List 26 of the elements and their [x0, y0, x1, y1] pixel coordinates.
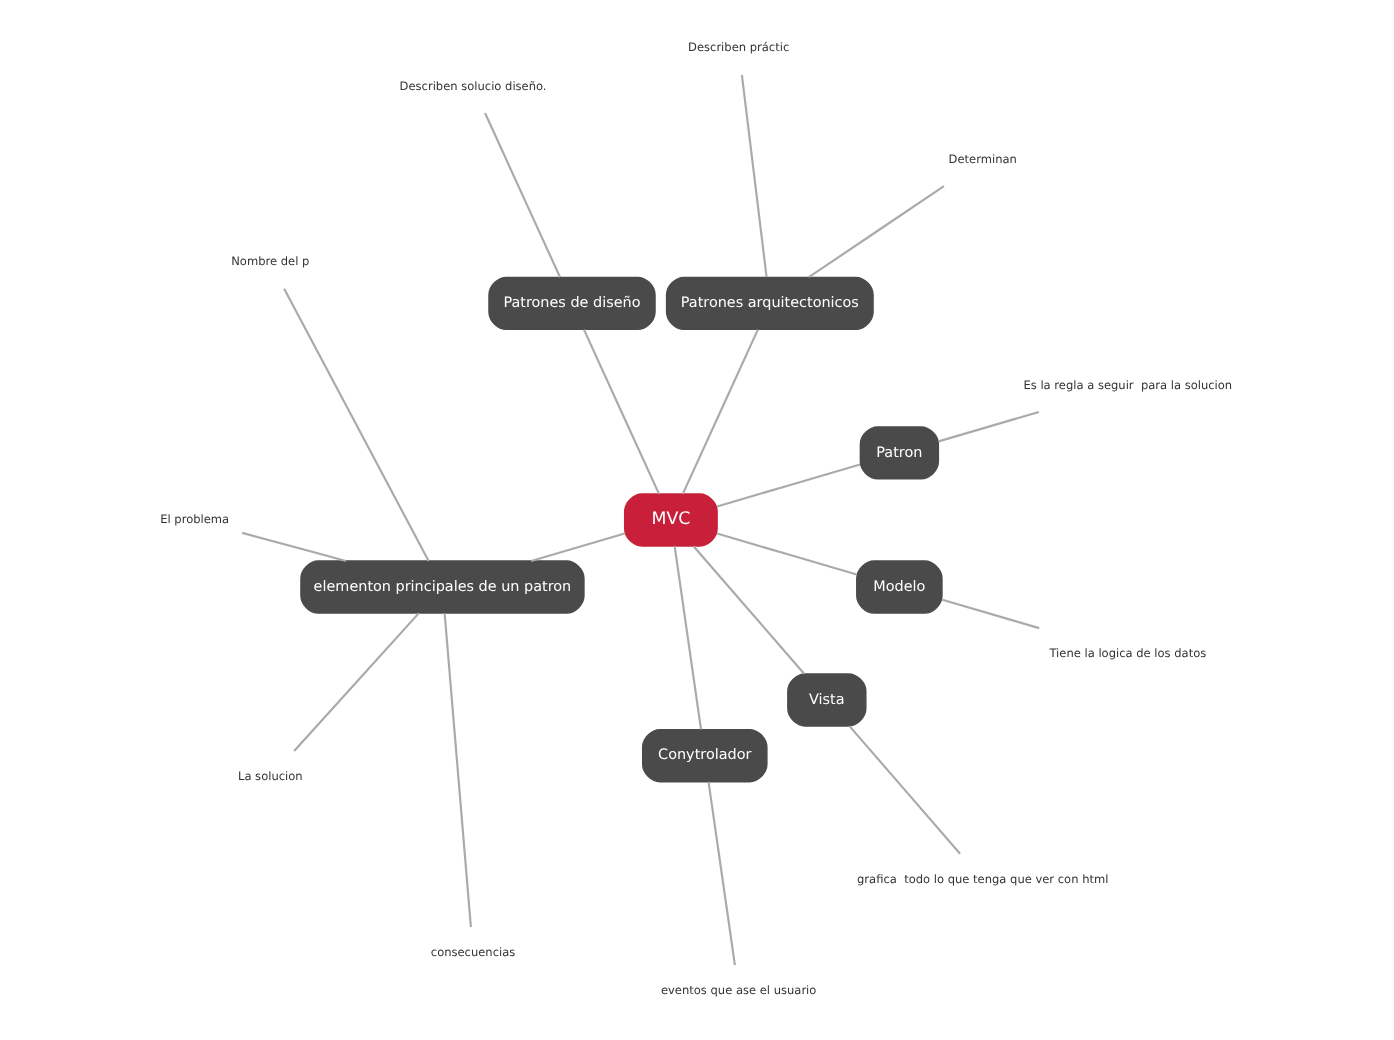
connector [848, 725, 961, 855]
connector [707, 781, 736, 966]
node-box: elementon principales de un patron [300, 560, 585, 614]
connector [443, 613, 472, 928]
connector [808, 185, 945, 279]
connector [530, 532, 625, 563]
node-box: Conytrolador [642, 728, 768, 783]
connector [241, 531, 347, 562]
node-box: Patrones arquitectonicos [665, 276, 874, 331]
node-box: Patron [859, 426, 940, 480]
connector [716, 532, 857, 576]
connector [740, 74, 768, 278]
connector [484, 112, 562, 278]
connector [938, 410, 1040, 443]
connector [673, 545, 703, 730]
connector [942, 598, 1040, 630]
connector [293, 612, 420, 752]
node-box: Vista [787, 673, 867, 727]
connector [716, 463, 861, 508]
node-box: Patrones de diseño [488, 276, 656, 331]
node-box: MVC [624, 493, 718, 547]
connector [681, 329, 759, 495]
connector [583, 329, 660, 495]
connector [692, 545, 805, 675]
node-box: Modelo [856, 560, 943, 614]
connector [283, 288, 430, 562]
